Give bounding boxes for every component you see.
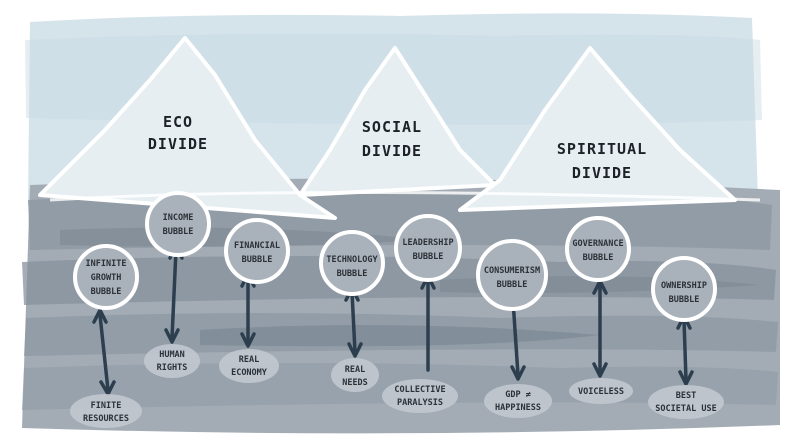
financial-bubble-line1: FINANCIAL bbox=[234, 241, 280, 251]
real-economy-label: REAL ECONOMY bbox=[219, 349, 279, 383]
financial-bubble-line2: BUBBLE bbox=[242, 255, 273, 265]
real-economy-line2: ECONOMY bbox=[231, 368, 268, 378]
income-bubble: INCOME BUBBLE bbox=[145, 191, 211, 257]
technology-bubble-line1: TECHNOLOGY bbox=[326, 255, 378, 265]
finite-resources-line1: FINITE bbox=[91, 401, 122, 411]
infinite-growth-bubble: INFINITE GROWTH BUBBLE bbox=[73, 244, 139, 310]
mountain-eco bbox=[38, 36, 337, 220]
consumerism-bubble-line1: CONSUMERISM bbox=[484, 266, 540, 276]
mountain-range bbox=[38, 36, 761, 220]
mountain-spiritual bbox=[458, 46, 737, 212]
eco-divide-line1: ECO bbox=[163, 113, 193, 131]
consumerism-bubble: CONSUMERISM BUBBLE bbox=[476, 239, 548, 311]
best-societal-use-line2: SOCIETAL USE bbox=[655, 404, 716, 414]
collective-paralysis-label: COLLECTIVE PARALYSIS bbox=[382, 379, 458, 413]
arrow-infinite-growth bbox=[92, 308, 116, 396]
consumerism-bubble-line2: BUBBLE bbox=[497, 280, 528, 290]
gdp-happiness-label: GDP ≠ HAPPINESS bbox=[484, 384, 552, 418]
leadership-bubble-line2: BUBBLE bbox=[413, 252, 444, 262]
eco-divide-line2: DIVIDE bbox=[148, 135, 208, 153]
mountain-social bbox=[298, 46, 497, 197]
leadership-bubble: LEADERSHIP BUBBLE bbox=[394, 214, 462, 282]
spiritual-divide-line1: SPIRITUAL bbox=[557, 140, 647, 158]
leadership-bubble-line1: LEADERSHIP bbox=[402, 238, 453, 248]
income-bubble-line1: INCOME bbox=[163, 213, 194, 223]
infinite-growth-bubble-line3: BUBBLE bbox=[91, 287, 122, 297]
human-rights-label: HUMAN RIGHTS bbox=[144, 344, 200, 378]
real-needs-line1: REAL bbox=[345, 365, 365, 375]
governance-bubble-line2: BUBBLE bbox=[583, 253, 614, 263]
voiceless-line1: VOICELESS bbox=[578, 387, 624, 397]
finite-resources-line2: RESOURCES bbox=[83, 414, 129, 424]
governance-bubble-line1: GOVERNANCE bbox=[572, 239, 623, 249]
bubbles: INFINITE GROWTH BUBBLE INCOME BUBBLE FIN… bbox=[73, 191, 717, 322]
best-societal-use-line1: BEST bbox=[676, 391, 696, 401]
gdp-happiness-line2: HAPPINESS bbox=[495, 403, 541, 413]
technology-bubble-line2: BUBBLE bbox=[337, 269, 368, 279]
real-needs-label: REAL NEEDS bbox=[331, 358, 379, 392]
voiceless-label: VOICELESS bbox=[569, 378, 633, 404]
finite-resources-label: FINITE RESOURCES bbox=[70, 394, 142, 428]
spiritual-divide-line2: DIVIDE bbox=[572, 164, 632, 182]
real-economy-line1: REAL bbox=[239, 355, 259, 365]
gdp-happiness-line1: GDP ≠ bbox=[505, 390, 531, 400]
collective-paralysis-line1: COLLECTIVE bbox=[394, 385, 445, 395]
ownership-bubble: OWNERSHIP BUBBLE bbox=[651, 256, 717, 322]
technology-bubble: TECHNOLOGY BUBBLE bbox=[319, 230, 385, 296]
collective-paralysis-line2: PARALYSIS bbox=[397, 398, 443, 408]
ownership-bubble-line2: BUBBLE bbox=[669, 295, 700, 305]
financial-bubble: FINANCIAL BUBBLE bbox=[224, 218, 290, 284]
ground-labels: FINITE RESOURCES HUMAN RIGHTS REAL ECONO… bbox=[70, 344, 724, 428]
governance-bubble: GOVERNANCE BUBBLE bbox=[565, 216, 631, 282]
income-bubble-line2: BUBBLE bbox=[163, 227, 194, 237]
human-rights-line2: RIGHTS bbox=[157, 363, 188, 373]
best-societal-use-label: BEST SOCIETAL USE bbox=[648, 385, 724, 419]
infinite-growth-bubble-line2: GROWTH bbox=[91, 273, 122, 283]
human-rights-line1: HUMAN bbox=[159, 350, 185, 360]
social-divide-line1: SOCIAL bbox=[362, 118, 422, 136]
social-divide-line2: DIVIDE bbox=[362, 142, 422, 160]
real-needs-line2: NEEDS bbox=[342, 378, 368, 388]
infinite-growth-bubble-line1: INFINITE bbox=[86, 259, 127, 269]
ownership-bubble-line1: OWNERSHIP bbox=[661, 281, 707, 291]
